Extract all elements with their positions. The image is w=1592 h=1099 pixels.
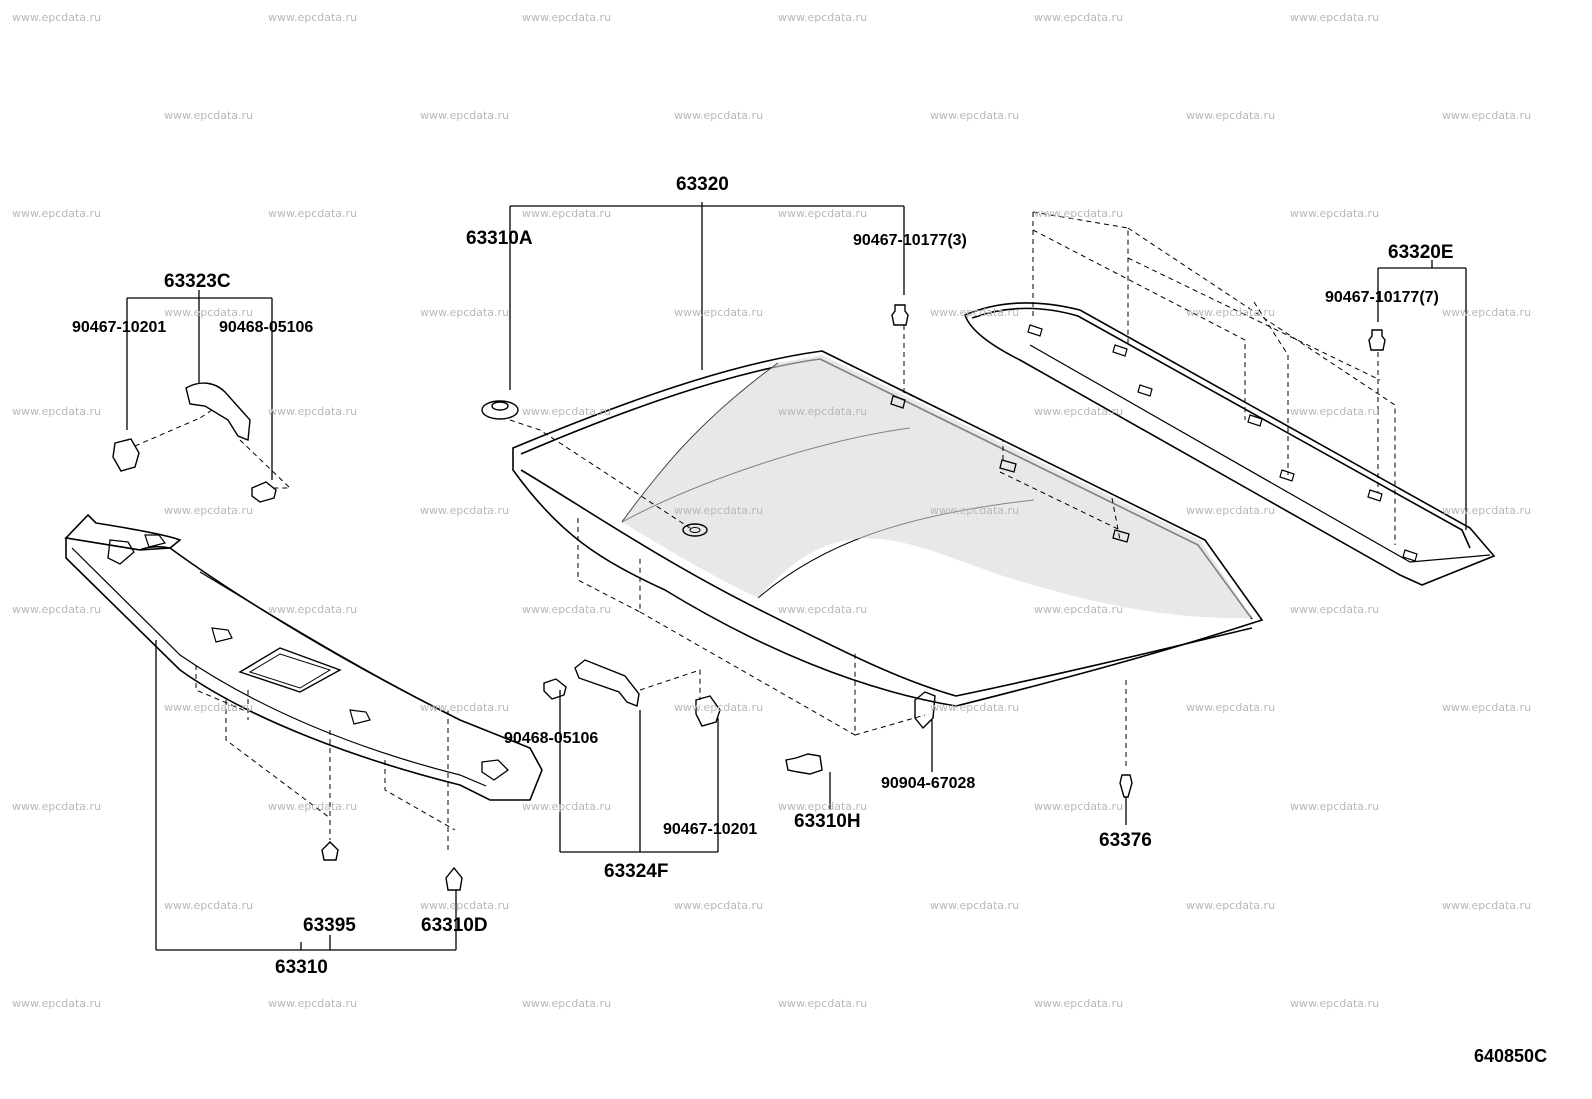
watermark: www.epcdata.ru [1290, 207, 1380, 220]
watermark: www.epcdata.ru [522, 603, 612, 616]
dashed-lines [134, 211, 1396, 850]
watermark: www.epcdata.ru [12, 800, 102, 813]
watermark: www.epcdata.ru [268, 11, 358, 24]
watermark: www.epcdata.ru [420, 701, 510, 714]
watermark: www.epcdata.ru [164, 701, 254, 714]
label-90467-10177-7: 90467-10177(7) [1325, 289, 1439, 306]
watermark: www.epcdata.ru [778, 405, 868, 418]
watermark: www.epcdata.ru [12, 997, 102, 1010]
watermark: www.epcdata.ru [674, 306, 764, 319]
watermark: www.epcdata.ru [778, 997, 868, 1010]
label-90468-05106-mid: 90468-05106 [504, 730, 599, 747]
label-90467-10201-left: 90467-10201 [72, 319, 167, 336]
watermark: www.epcdata.ru [268, 603, 358, 616]
watermark: www.epcdata.ru [930, 306, 1020, 319]
watermark: www.epcdata.ru [1186, 109, 1276, 122]
watermark: www.epcdata.ru [1290, 800, 1380, 813]
watermark: www.epcdata.ru [1442, 306, 1532, 319]
watermark: www.epcdata.ru [930, 504, 1020, 517]
label-63310a: 63310A [466, 228, 533, 249]
watermark: www.epcdata.ru [930, 109, 1020, 122]
watermark: www.epcdata.ru [1290, 405, 1380, 418]
watermark: www.epcdata.ru [778, 207, 868, 220]
watermark: www.epcdata.ru [1186, 504, 1276, 517]
watermark: www.epcdata.ru [1034, 207, 1124, 220]
watermark: www.epcdata.ru [268, 405, 358, 418]
watermark: www.epcdata.ru [12, 405, 102, 418]
watermark: www.epcdata.ru [268, 997, 358, 1010]
watermark: www.epcdata.ru [930, 899, 1020, 912]
watermark: www.epcdata.ru [1186, 306, 1276, 319]
watermark: www.epcdata.ru [674, 109, 764, 122]
watermark: www.epcdata.ru [1290, 11, 1380, 24]
watermark: www.epcdata.ru [268, 207, 358, 220]
rear-panel [964, 302, 1496, 586]
label-63310h: 63310H [794, 811, 861, 832]
watermark: www.epcdata.ru [522, 207, 612, 220]
leader-lines [126, 202, 1467, 951]
watermark: www.epcdata.ru [164, 899, 254, 912]
watermark: www.epcdata.ru [164, 504, 254, 517]
watermark: www.epcdata.ru [674, 701, 764, 714]
watermark: www.epcdata.ru [1442, 504, 1532, 517]
watermark: www.epcdata.ru [930, 701, 1020, 714]
watermark: www.epcdata.ru [778, 800, 868, 813]
watermark: www.epcdata.ru [674, 504, 764, 517]
watermark: www.epcdata.ru [1442, 109, 1532, 122]
small-parts [112, 304, 1386, 891]
diagram-code: 640850C [1474, 1046, 1548, 1066]
watermark: www.epcdata.ru [1034, 405, 1124, 418]
watermark: www.epcdata.ru [12, 11, 102, 24]
watermark: www.epcdata.ru [1290, 997, 1380, 1010]
watermark: www.epcdata.ru [1034, 800, 1124, 813]
watermark: www.epcdata.ru [1442, 899, 1532, 912]
watermark: www.epcdata.ru [420, 306, 510, 319]
watermark: www.epcdata.ru [164, 109, 254, 122]
watermark: www.epcdata.ru [420, 109, 510, 122]
label-63323c: 63323C [164, 271, 231, 292]
watermark: www.epcdata.ru [778, 11, 868, 24]
watermark: www.epcdata.ru [1186, 899, 1276, 912]
label-63310: 63310 [275, 957, 328, 978]
label-90468-05106-left: 90468-05106 [219, 319, 314, 336]
watermark: www.epcdata.ru [1290, 603, 1380, 616]
label-63320: 63320 [676, 174, 729, 195]
headliner-panel [512, 350, 1264, 730]
watermark: www.epcdata.ru [268, 800, 358, 813]
label-90467-10201-mid: 90467-10201 [663, 821, 758, 838]
watermark: www.epcdata.ru [12, 603, 102, 616]
watermark: www.epcdata.ru [522, 405, 612, 418]
watermark: www.epcdata.ru [522, 800, 612, 813]
label-63310d: 63310D [421, 915, 488, 936]
watermark: www.epcdata.ru [522, 997, 612, 1010]
watermark: www.epcdata.ru [1034, 11, 1124, 24]
watermark: www.epcdata.ru [1186, 701, 1276, 714]
watermark: www.epcdata.ru [164, 306, 254, 319]
watermark: www.epcdata.ru [674, 899, 764, 912]
label-63395: 63395 [303, 915, 356, 936]
watermark: www.epcdata.ru [1034, 603, 1124, 616]
front-panel [64, 513, 543, 801]
watermark: www.epcdata.ru [1034, 997, 1124, 1010]
watermark: www.epcdata.ru [522, 11, 612, 24]
label-63324f: 63324F [604, 861, 669, 882]
label-63320e: 63320E [1388, 242, 1454, 263]
watermark: www.epcdata.ru [12, 207, 102, 220]
watermark: www.epcdata.ru [420, 899, 510, 912]
label-90904-67028: 90904-67028 [881, 775, 976, 792]
watermark: www.epcdata.ru [420, 504, 510, 517]
watermark: www.epcdata.ru [1442, 701, 1532, 714]
label-63376: 63376 [1099, 830, 1152, 851]
label-90467-10177-3: 90467-10177(3) [853, 232, 967, 249]
watermark: www.epcdata.ru [778, 603, 868, 616]
